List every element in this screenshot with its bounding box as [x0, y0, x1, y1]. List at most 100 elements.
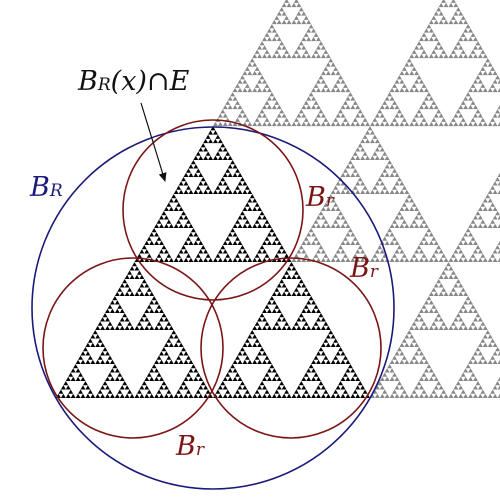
background-triangle: [473, 308, 478, 314]
main-triangle-cell: [178, 189, 184, 195]
main-triangle-cell: [254, 202, 260, 207]
main-triangle-cell: [311, 325, 317, 331]
main-triangle-cell: [168, 257, 174, 263]
background-triangle: [438, 317, 444, 322]
background-triangle: [401, 338, 407, 343]
main-triangle-cell: [281, 385, 287, 390]
main-triangle-cell: [156, 355, 162, 360]
background-triangle: [411, 219, 417, 224]
background-triangle: [387, 364, 393, 369]
main-triangle-cell: [105, 385, 110, 390]
background-triangle: [328, 194, 334, 199]
main-triangle-cell: [151, 228, 157, 233]
main-triangle-cell: [156, 304, 162, 309]
main-triangle-cell: [222, 393, 228, 398]
background-triangle: [453, 325, 459, 331]
background-triangle: [379, 385, 385, 390]
background-triangle: [453, 249, 459, 254]
main-triangle-cell: [109, 376, 115, 382]
background-triangle: [387, 160, 393, 165]
main-triangle-cell: [266, 300, 272, 305]
main-triangle-cell: [311, 376, 317, 382]
main-triangle-cell: [232, 240, 238, 246]
main-triangle-cell: [235, 355, 240, 360]
main-triangle-cell: [237, 351, 243, 356]
main-triangle-cell: [343, 389, 348, 394]
main-triangle-cell: [119, 376, 125, 382]
background-triangle: [473, 104, 478, 110]
main-triangle-cell: [271, 240, 277, 246]
background-triangle: [458, 45, 464, 50]
main-triangle-cell: [205, 151, 211, 156]
main-triangle-cell: [173, 393, 179, 398]
main-triangle-cell: [284, 253, 290, 258]
background-triangle: [468, 240, 474, 246]
background-triangle: [419, 87, 424, 93]
main-triangle-cell: [178, 181, 184, 186]
main-triangle-cell: [271, 368, 277, 373]
background-triangle: [389, 87, 395, 93]
main-triangle-cell: [276, 376, 282, 382]
main-triangle-cell: [107, 372, 113, 377]
main-triangle-cell: [188, 240, 194, 246]
background-triangle: [350, 257, 356, 263]
background-triangle: [392, 355, 397, 360]
main-triangle-cell: [320, 385, 326, 390]
background-triangle: [387, 92, 393, 97]
main-triangle-cell: [257, 223, 263, 229]
background-triangle: [389, 121, 395, 127]
background-triangle: [298, 7, 304, 12]
background-triangle: [316, 45, 321, 50]
main-triangle-cell: [271, 308, 277, 314]
background-triangle: [495, 245, 500, 250]
main-triangle-cell: [188, 189, 194, 195]
background-triangle: [374, 138, 380, 144]
main-triangle-cell: [227, 376, 233, 382]
main-triangle-cell: [274, 372, 280, 377]
main-triangle-cell: [266, 393, 272, 398]
background-triangle: [421, 49, 427, 54]
background-triangle: [495, 211, 500, 216]
background-triangle: [394, 113, 400, 118]
background-triangle: [423, 368, 429, 373]
background-triangle: [490, 219, 496, 224]
main-triangle-cell: [85, 393, 91, 398]
background-triangle: [239, 109, 245, 114]
background-triangle: [419, 393, 424, 398]
main-triangle-cell: [136, 389, 142, 394]
main-triangle-cell: [183, 172, 189, 178]
background-triangle: [477, 87, 483, 93]
main-triangle-cell: [210, 126, 216, 131]
background-triangle: [335, 215, 341, 220]
background-triangle: [458, 104, 464, 110]
background-triangle: [298, 41, 304, 46]
main-triangle-cell: [286, 266, 292, 271]
background-triangle: [284, 49, 290, 54]
background-triangle: [335, 87, 341, 93]
background-triangle: [345, 121, 351, 127]
background-triangle: [389, 257, 395, 263]
background-triangle: [384, 164, 390, 169]
main-triangle-cell: [176, 219, 182, 224]
background-triangle: [431, 372, 437, 377]
main-triangle-cell: [235, 253, 240, 258]
background-triangle: [450, 117, 456, 122]
background-triangle: [492, 359, 498, 365]
background-triangle: [394, 79, 400, 84]
background-triangle: [433, 393, 439, 398]
main-triangle-cell: [225, 253, 231, 258]
main-triangle-cell: [203, 181, 209, 186]
background-triangle: [453, 113, 459, 118]
background-triangle: [477, 249, 483, 254]
background-triangle: [419, 249, 424, 254]
main-triangle-cell: [259, 211, 265, 216]
main-triangle-cell: [254, 355, 260, 360]
background-triangle: [320, 215, 326, 220]
background-triangle: [406, 330, 412, 335]
main-triangle-cell: [100, 351, 106, 356]
background-triangle: [279, 109, 285, 114]
background-triangle: [482, 121, 488, 127]
background-triangle: [377, 109, 383, 114]
main-triangle-cell: [208, 257, 213, 263]
